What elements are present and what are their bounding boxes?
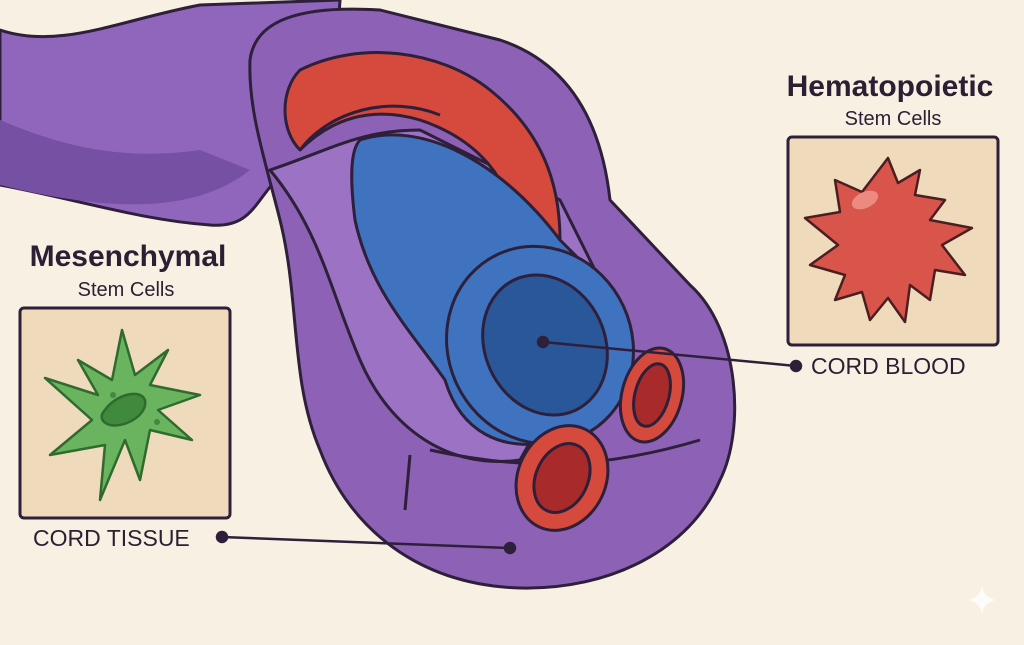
sparkle-icon — [968, 586, 996, 614]
msc-title: Mesenchymal — [29, 240, 227, 273]
cord-tissue-label: CORD TISSUE — [33, 525, 190, 551]
msc-cell-icon — [43, 328, 202, 502]
hsc-subtitle: Stem Cells — [844, 108, 942, 130]
cord-tissue-leader — [221, 535, 511, 550]
msc-subtitle: Stem Cells — [77, 279, 175, 301]
cord-blood-leader — [542, 340, 797, 368]
hsc-cell-icon — [803, 156, 974, 324]
hsc-title: Hematopoietic — [786, 70, 994, 103]
cord-blood-label: CORD BLOOD — [811, 353, 966, 379]
